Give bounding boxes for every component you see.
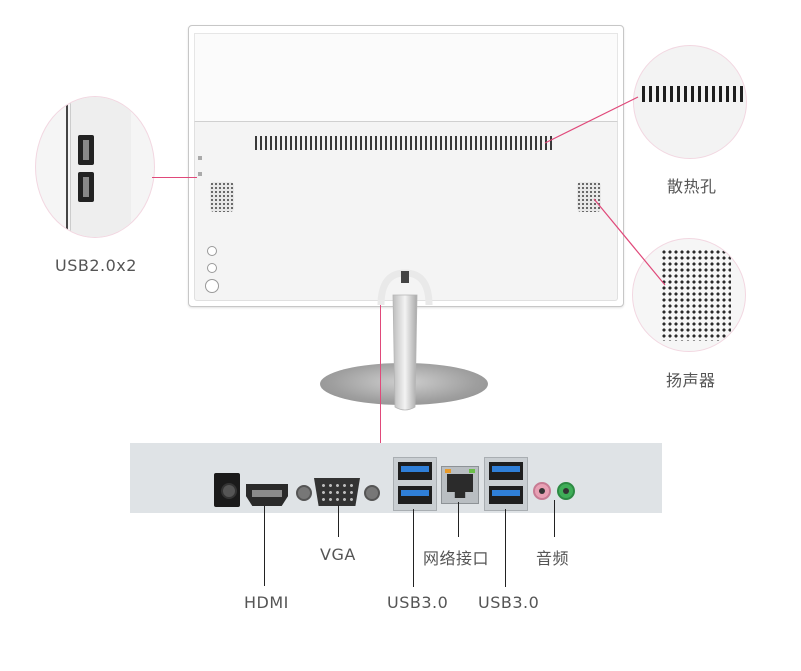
usb3-left-pair: [393, 457, 437, 511]
speaker-zoom-circle: [632, 238, 746, 352]
audio-leader-line: [554, 500, 555, 537]
vga-leader-line: [338, 505, 339, 537]
ethernet-port-icon: [441, 466, 479, 504]
hdmi-leader-line: [264, 506, 265, 586]
usb-port-icon: [398, 462, 432, 480]
usb2-label: USB2.0x2: [55, 256, 137, 275]
dc-power-icon: [214, 473, 240, 507]
vent-holes-zoom: [642, 86, 746, 102]
usb-port-icon: [398, 486, 432, 504]
usb3-right-label: USB3.0: [478, 593, 540, 612]
io-callout-line: [380, 305, 381, 443]
usb3-left-leader-line: [413, 509, 414, 587]
vent-holes: [255, 136, 555, 150]
speaker-callout-line: [593, 198, 666, 286]
audio-jack-icon: [533, 482, 551, 500]
usb3-right-pair: [484, 457, 528, 511]
monitor-upper-panel: [194, 33, 618, 123]
side-button: [207, 246, 217, 256]
power-button: [205, 279, 219, 293]
audio-jack-icon: [557, 482, 575, 500]
audio-label: 音频: [536, 549, 570, 568]
speaker-label: 扬声器: [666, 371, 716, 390]
hdmi-label: HDMI: [244, 593, 289, 612]
network-label: 网络接口: [423, 549, 490, 568]
usb3-left-label: USB3.0: [387, 593, 449, 612]
vent-label: 散热孔: [667, 177, 717, 196]
usb-port-icon: [78, 172, 94, 202]
vent-zoom-circle: [633, 45, 747, 159]
left-speaker-grill: [210, 182, 234, 212]
usb-port-icon: [78, 135, 94, 165]
speaker-grill-zoom: [661, 249, 731, 341]
usb3-right-leader-line: [505, 509, 506, 587]
network-leader-line: [458, 502, 459, 537]
vent-callout-line: [544, 96, 639, 144]
right-speaker-grill: [577, 182, 601, 212]
usb-port-icon: [489, 462, 523, 480]
usb-marker: [198, 156, 202, 160]
usb2-zoom-circle: [35, 96, 155, 238]
vga-label: VGA: [320, 545, 356, 564]
vga-port-icon: [296, 476, 380, 508]
side-button: [207, 263, 217, 273]
usb-marker: [198, 172, 202, 176]
usb2-callout-line: [152, 177, 197, 178]
usb-port-icon: [489, 486, 523, 504]
hdmi-port-icon: [246, 484, 288, 506]
stand-neck: [377, 269, 433, 411]
